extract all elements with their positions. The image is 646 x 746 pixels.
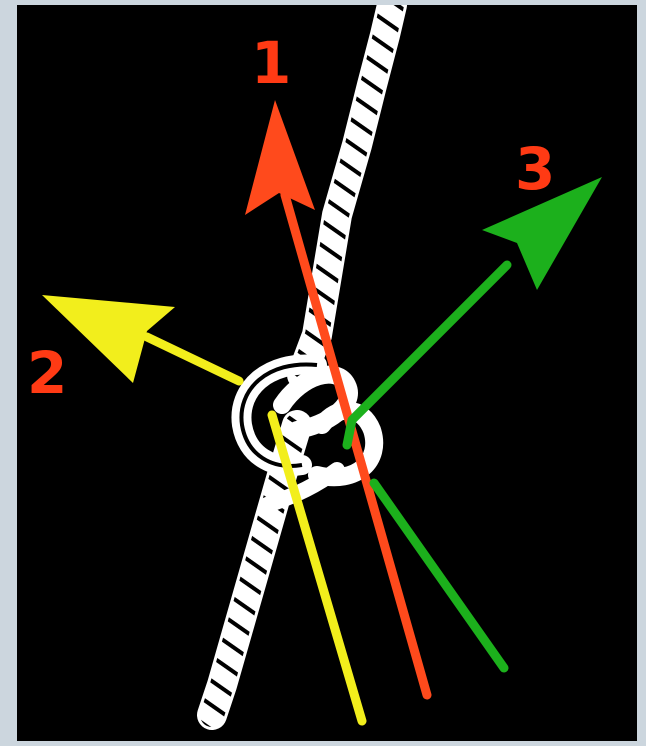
strand-1-arrowhead-icon bbox=[245, 100, 315, 215]
knot-diagram-canvas: 1 2 3 bbox=[17, 5, 637, 741]
label-3: 3 bbox=[515, 135, 555, 203]
knot-diagram: 1 2 3 bbox=[17, 5, 637, 741]
strand-2-line-upper bbox=[147, 337, 239, 381]
strand-2-line-lower bbox=[272, 415, 362, 721]
label-1: 1 bbox=[251, 29, 291, 97]
rope-upper-twist bbox=[302, 5, 392, 375]
label-2: 2 bbox=[27, 339, 67, 407]
